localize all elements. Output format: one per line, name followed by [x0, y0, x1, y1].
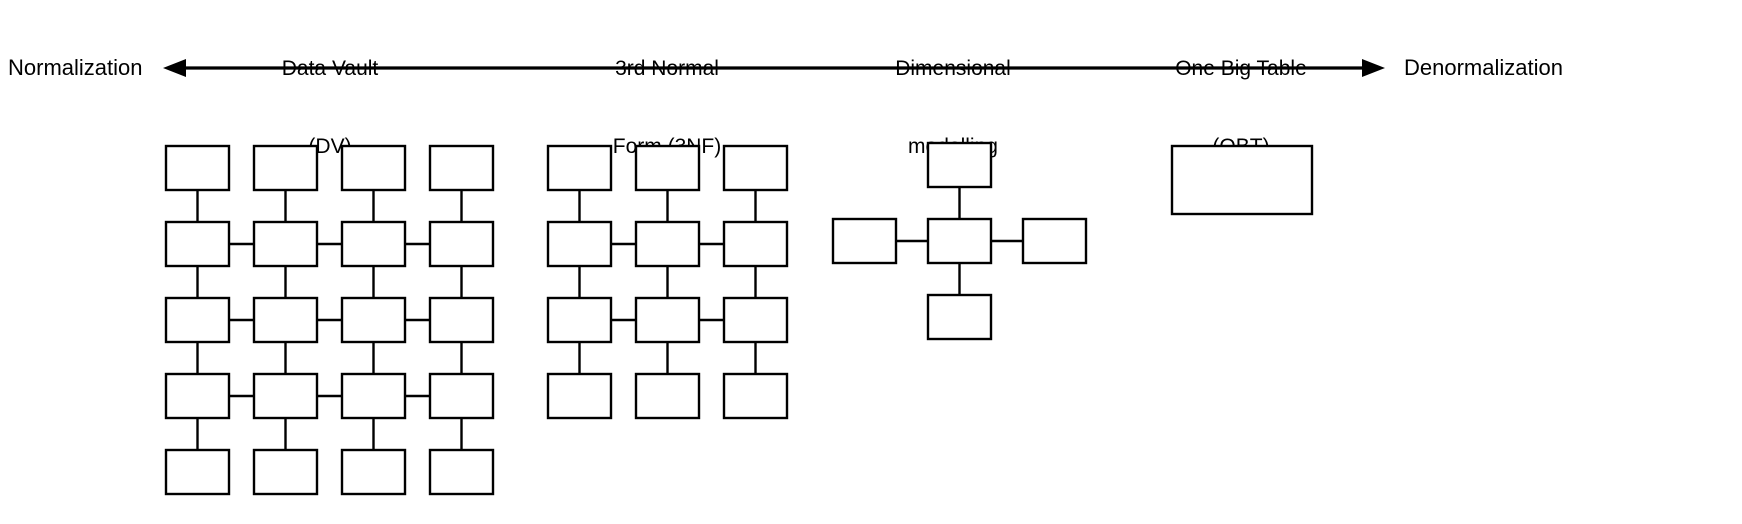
schema-box[interactable]: [252, 448, 319, 496]
schema-box[interactable]: [340, 144, 407, 192]
schema-box[interactable]: [428, 144, 495, 192]
schema-box[interactable]: [252, 296, 319, 344]
schema-layer: [164, 141, 1314, 496]
schema-box[interactable]: [546, 296, 613, 344]
schema-dimensional-modelling: [831, 141, 1088, 341]
schema-box[interactable]: [164, 296, 231, 344]
schema-box[interactable]: [722, 372, 789, 420]
schema-box[interactable]: [722, 220, 789, 268]
schema-box-obt[interactable]: [1170, 144, 1314, 216]
schema-box[interactable]: [252, 220, 319, 268]
schema-one-big-table: [1170, 144, 1314, 216]
schema-box-north[interactable]: [926, 141, 993, 189]
schema-box[interactable]: [164, 372, 231, 420]
schema-box-center[interactable]: [926, 217, 993, 265]
schema-box[interactable]: [428, 220, 495, 268]
schema-box[interactable]: [340, 448, 407, 496]
schema-box-east[interactable]: [1021, 217, 1088, 265]
schema-box[interactable]: [428, 372, 495, 420]
schema-box-south[interactable]: [926, 293, 993, 341]
axis-group: [163, 59, 1385, 77]
schema-box[interactable]: [634, 220, 701, 268]
schema-box[interactable]: [252, 372, 319, 420]
schema-box[interactable]: [340, 372, 407, 420]
schema-data-vault: [164, 144, 495, 496]
stage-label-line2: (DV): [308, 135, 352, 158]
schema-third-normal-form: [546, 144, 789, 420]
schema-box[interactable]: [164, 220, 231, 268]
schema-box[interactable]: [634, 372, 701, 420]
axis-label-denormalization: Denormalization: [1404, 55, 1563, 80]
schema-box[interactable]: [546, 372, 613, 420]
schema-box-west[interactable]: [831, 217, 898, 265]
schema-box[interactable]: [722, 296, 789, 344]
arrow-left-icon: [163, 59, 186, 77]
schema-box[interactable]: [164, 144, 231, 192]
schema-box[interactable]: [340, 220, 407, 268]
schema-box[interactable]: [428, 448, 495, 496]
schema-box[interactable]: [340, 296, 407, 344]
schema-box[interactable]: [634, 144, 701, 192]
schema-box[interactable]: [252, 144, 319, 192]
schema-box[interactable]: [546, 144, 613, 192]
schema-box[interactable]: [634, 296, 701, 344]
schema-box[interactable]: [722, 144, 789, 192]
arrow-right-icon: [1362, 59, 1385, 77]
axis-label-normalization: Normalization: [8, 55, 143, 80]
schema-box[interactable]: [546, 220, 613, 268]
schema-box[interactable]: [164, 448, 231, 496]
schema-box[interactable]: [428, 296, 495, 344]
